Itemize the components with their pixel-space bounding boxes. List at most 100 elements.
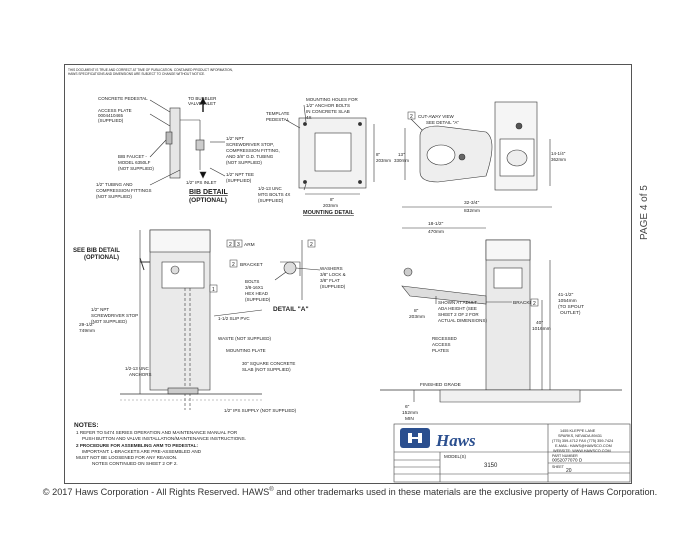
disclaimer-line-2: HAWS SPECIFICATIONS AND DIMENSIONS ARE S… xyxy=(68,72,205,76)
front-label-waste: WASTE (NOT SUPPLIED) xyxy=(218,336,272,341)
bib-label-not-supplied-1: (NOT SUPPLIED) xyxy=(226,160,262,165)
address-line-2: SPARKS, NEVADA 89431 xyxy=(558,434,602,438)
side-dim-total-width-mm: 832mm xyxy=(464,208,480,214)
side-dim-arm-width-mm: 470mm xyxy=(428,229,444,235)
top-view-callout-number: 2 xyxy=(410,114,413,120)
side-label-to-spout: (TO SPOUT xyxy=(558,304,584,310)
front-label-not-supplied: (NOT SUPPLIED) xyxy=(91,319,127,324)
mounting-label-supplied: (SUPPLIED) xyxy=(258,198,284,203)
copyright-prefix: © 2017 Haws Corporation - All Rights Res… xyxy=(42,487,270,498)
bib-label-tubing: AND 3/8" O.D. TUBING xyxy=(226,154,274,159)
detail-a-label-lock: 3/8" LOCK & xyxy=(320,272,346,277)
front-callout-number: 1 xyxy=(212,287,215,293)
side-dim-arm-width: 18-1/2" xyxy=(428,221,444,227)
detail-a-callout-2c: 2 xyxy=(310,242,313,248)
bib-detail-title: BIB DETAIL xyxy=(189,189,228,196)
detail-a-callout-box-3 xyxy=(229,259,238,268)
detail-a-label-washers: WASHERS xyxy=(320,266,343,271)
side-callout-box xyxy=(530,298,539,307)
mounting-dim-height: 8" xyxy=(376,152,381,157)
top-view-callout-box xyxy=(407,111,416,120)
note-2-line-4: NOTES CONTINUED ON SHEET 2 OF 2. xyxy=(92,461,178,466)
side-dim-slab-min: MIN xyxy=(405,416,414,422)
front-label-see-bib: SEE BIB DETAIL xyxy=(73,248,120,254)
note-2-line-3: MUST NOT BE LOOSENED FOR ANY REASON. xyxy=(76,455,177,460)
note-1-line-2: PUSH BUTTON AND VALVE INSTALLATION/MAINT… xyxy=(82,436,246,441)
note-2-line-2: IMPORTANT: L-BRACKETS ARE PRE-ASSEMBLED … xyxy=(82,449,202,454)
side-dim-spout-height-mm: 1054mm xyxy=(558,298,577,304)
side-view-drawing xyxy=(380,206,622,403)
side-dim-offset: 8" xyxy=(414,308,419,314)
detail-a-label-flat: 3/8" FLAT xyxy=(320,278,340,283)
address-line-3: (775) 359-4712 FAX (775) 359-7424 xyxy=(552,439,613,443)
side-label-sheet: SHEET 2 OF 2 FOR xyxy=(438,312,479,317)
front-dim-height-mm: 749mm xyxy=(79,328,95,334)
side-dim-offset-mm: 203mm xyxy=(409,314,425,320)
part-number: 0052077070 D xyxy=(552,458,583,463)
detail-a-callout-box-1 xyxy=(226,239,235,248)
detail-a-callout-box-2 xyxy=(234,239,243,248)
mounting-label-4x: 4X xyxy=(306,115,312,120)
detail-a-callout-2a: 2 xyxy=(229,242,232,248)
bib-label-access-plate-number: 0004410465 xyxy=(98,113,124,118)
front-label-slip-pvc: 1-1/2 SLIP PVC xyxy=(218,316,250,321)
side-label-ada-height: ADA HEIGHT (SEE xyxy=(438,306,477,311)
detail-a-label-bracket: BRACKET xyxy=(240,262,263,268)
bib-label-not-supplied-3: (NOT SUPPLIED) xyxy=(96,194,132,199)
side-label-plates: PLATES xyxy=(432,348,449,353)
model-number: 3150 xyxy=(484,463,498,469)
side-dim-spout-height: 41-1/2" xyxy=(558,292,574,298)
registered-mark: ® xyxy=(269,487,274,493)
bib-label-npt: 1/2" NPT xyxy=(226,136,244,141)
detail-a-callout-2b: 2 xyxy=(232,262,235,268)
mounting-label-pedestal: PEDESTAL xyxy=(266,117,290,122)
bib-label-concrete-pedestal: CONCRETE PEDESTAL xyxy=(98,96,148,101)
detail-a-label-supplied-2: (SUPPLIED) xyxy=(245,297,271,302)
side-dim-slab: 6" xyxy=(405,404,410,410)
bib-label-valve-inlet: VALVE INLET xyxy=(188,101,216,106)
sheet-label: SHEET xyxy=(552,465,565,469)
top-view-label-see-detail: SEE DETAIL "A" xyxy=(426,120,459,125)
disclaimer-line-1: THIS DOCUMENT IS TRUE AND CORRECT AT TIM… xyxy=(68,68,233,72)
address-line-4: E-MAIL: HAWS@HAWSCO.COM xyxy=(555,444,612,448)
detail-a-callout-3: 3 xyxy=(237,242,240,248)
mounting-dim-height-mm: 203mm xyxy=(376,158,391,163)
sheet-number: 20 xyxy=(566,468,572,474)
front-view-pedestal xyxy=(120,229,263,410)
side-label-actual-dims: ACTUAL DIMENSIONS) xyxy=(438,318,487,323)
front-label-npt: 1/2" NPT xyxy=(91,307,109,312)
copyright-suffix: and other trademarks used in these mater… xyxy=(273,487,658,498)
detail-a-title: DETAIL "A" xyxy=(273,306,309,313)
bib-label-supplied-1: (SUPPLIED) xyxy=(98,118,124,123)
haws-logo xyxy=(400,428,430,448)
bib-label-compression-fitting: COMPRESSION FITTING, xyxy=(226,148,280,153)
side-label-recessed: RECESSED xyxy=(432,336,458,341)
side-dim-slab-mm: 152mm xyxy=(402,410,418,416)
bib-label-bib-faucet: BIB FAUCET - xyxy=(118,154,147,159)
side-callout-number: 2 xyxy=(533,301,536,307)
bib-label-supplied-2: (SUPPLIED) xyxy=(226,178,252,183)
note-1-line-1: 1 REFER TO 5474 SERIES OPERATION AND MAI… xyxy=(76,430,238,435)
mounting-dim-width: 8" xyxy=(330,197,335,202)
bib-label-model: MODEL 6350LF xyxy=(118,160,151,165)
top-view-dim-depth: 13" xyxy=(398,152,405,157)
front-label-ips-supply: 1/2" IPS SUPPLY (NOT SUPPLIED) xyxy=(224,408,297,413)
side-dim-height: 40" xyxy=(536,320,543,326)
bib-label-not-supplied-2: (NOT SUPPLIED) xyxy=(118,166,154,171)
side-label-shown-at: SHOWN AT ADULT xyxy=(438,300,477,305)
front-callout-box xyxy=(209,284,218,293)
note-2-line-1: 2 PROCEDURE FOR ASSEMBLING ARM TO PEDEST… xyxy=(76,443,198,448)
notes-heading: NOTES: xyxy=(74,422,99,429)
front-label-screwdriver: SCREWDRIVER STOP xyxy=(91,313,138,318)
side-label-finished-grade: FINISHED GRADE xyxy=(420,382,461,388)
bib-label-npt-tee: 1/2" NPT TEE xyxy=(226,172,254,177)
bib-label-access-plate: ACCESS PLATE xyxy=(98,108,132,113)
bib-label-tubing-fittings: 1/2" TUBING AND xyxy=(96,182,133,187)
bib-detail-subtitle: (OPTIONAL) xyxy=(189,197,227,204)
front-dim-height: 29-1/2" xyxy=(79,322,95,328)
bib-detail xyxy=(149,97,226,186)
mounting-dim-width-mm: 203mm xyxy=(323,203,338,208)
front-label-unc: 1/2-13 UNC xyxy=(125,366,150,371)
mounting-detail xyxy=(285,104,375,195)
